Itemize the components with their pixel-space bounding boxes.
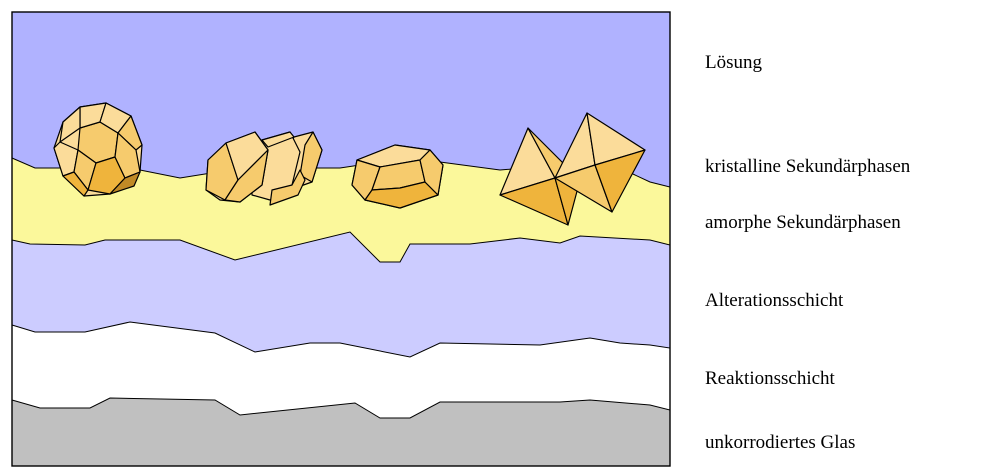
label-reaction: Reaktionsschicht: [705, 368, 836, 389]
uncorroded-glass-layer: [11, 397, 671, 467]
diagram-frame: [11, 11, 671, 467]
crystal-octahedron: [554, 112, 646, 213]
crystal-tabular: [351, 144, 444, 209]
label-crystalline: kristalline Sekundärphasen: [705, 156, 911, 177]
label-glass: unkorrodiertes Glas: [705, 432, 855, 453]
label-amorphous: amorphe Sekundärphasen: [705, 212, 901, 233]
label-solution: Lösung: [705, 52, 763, 73]
crystal-stacked-plate: [205, 131, 269, 203]
label-alteration: Alterationsschicht: [705, 290, 844, 311]
crystal-stacked-plate: [251, 131, 306, 206]
crystal-polyhedron: [53, 102, 143, 197]
